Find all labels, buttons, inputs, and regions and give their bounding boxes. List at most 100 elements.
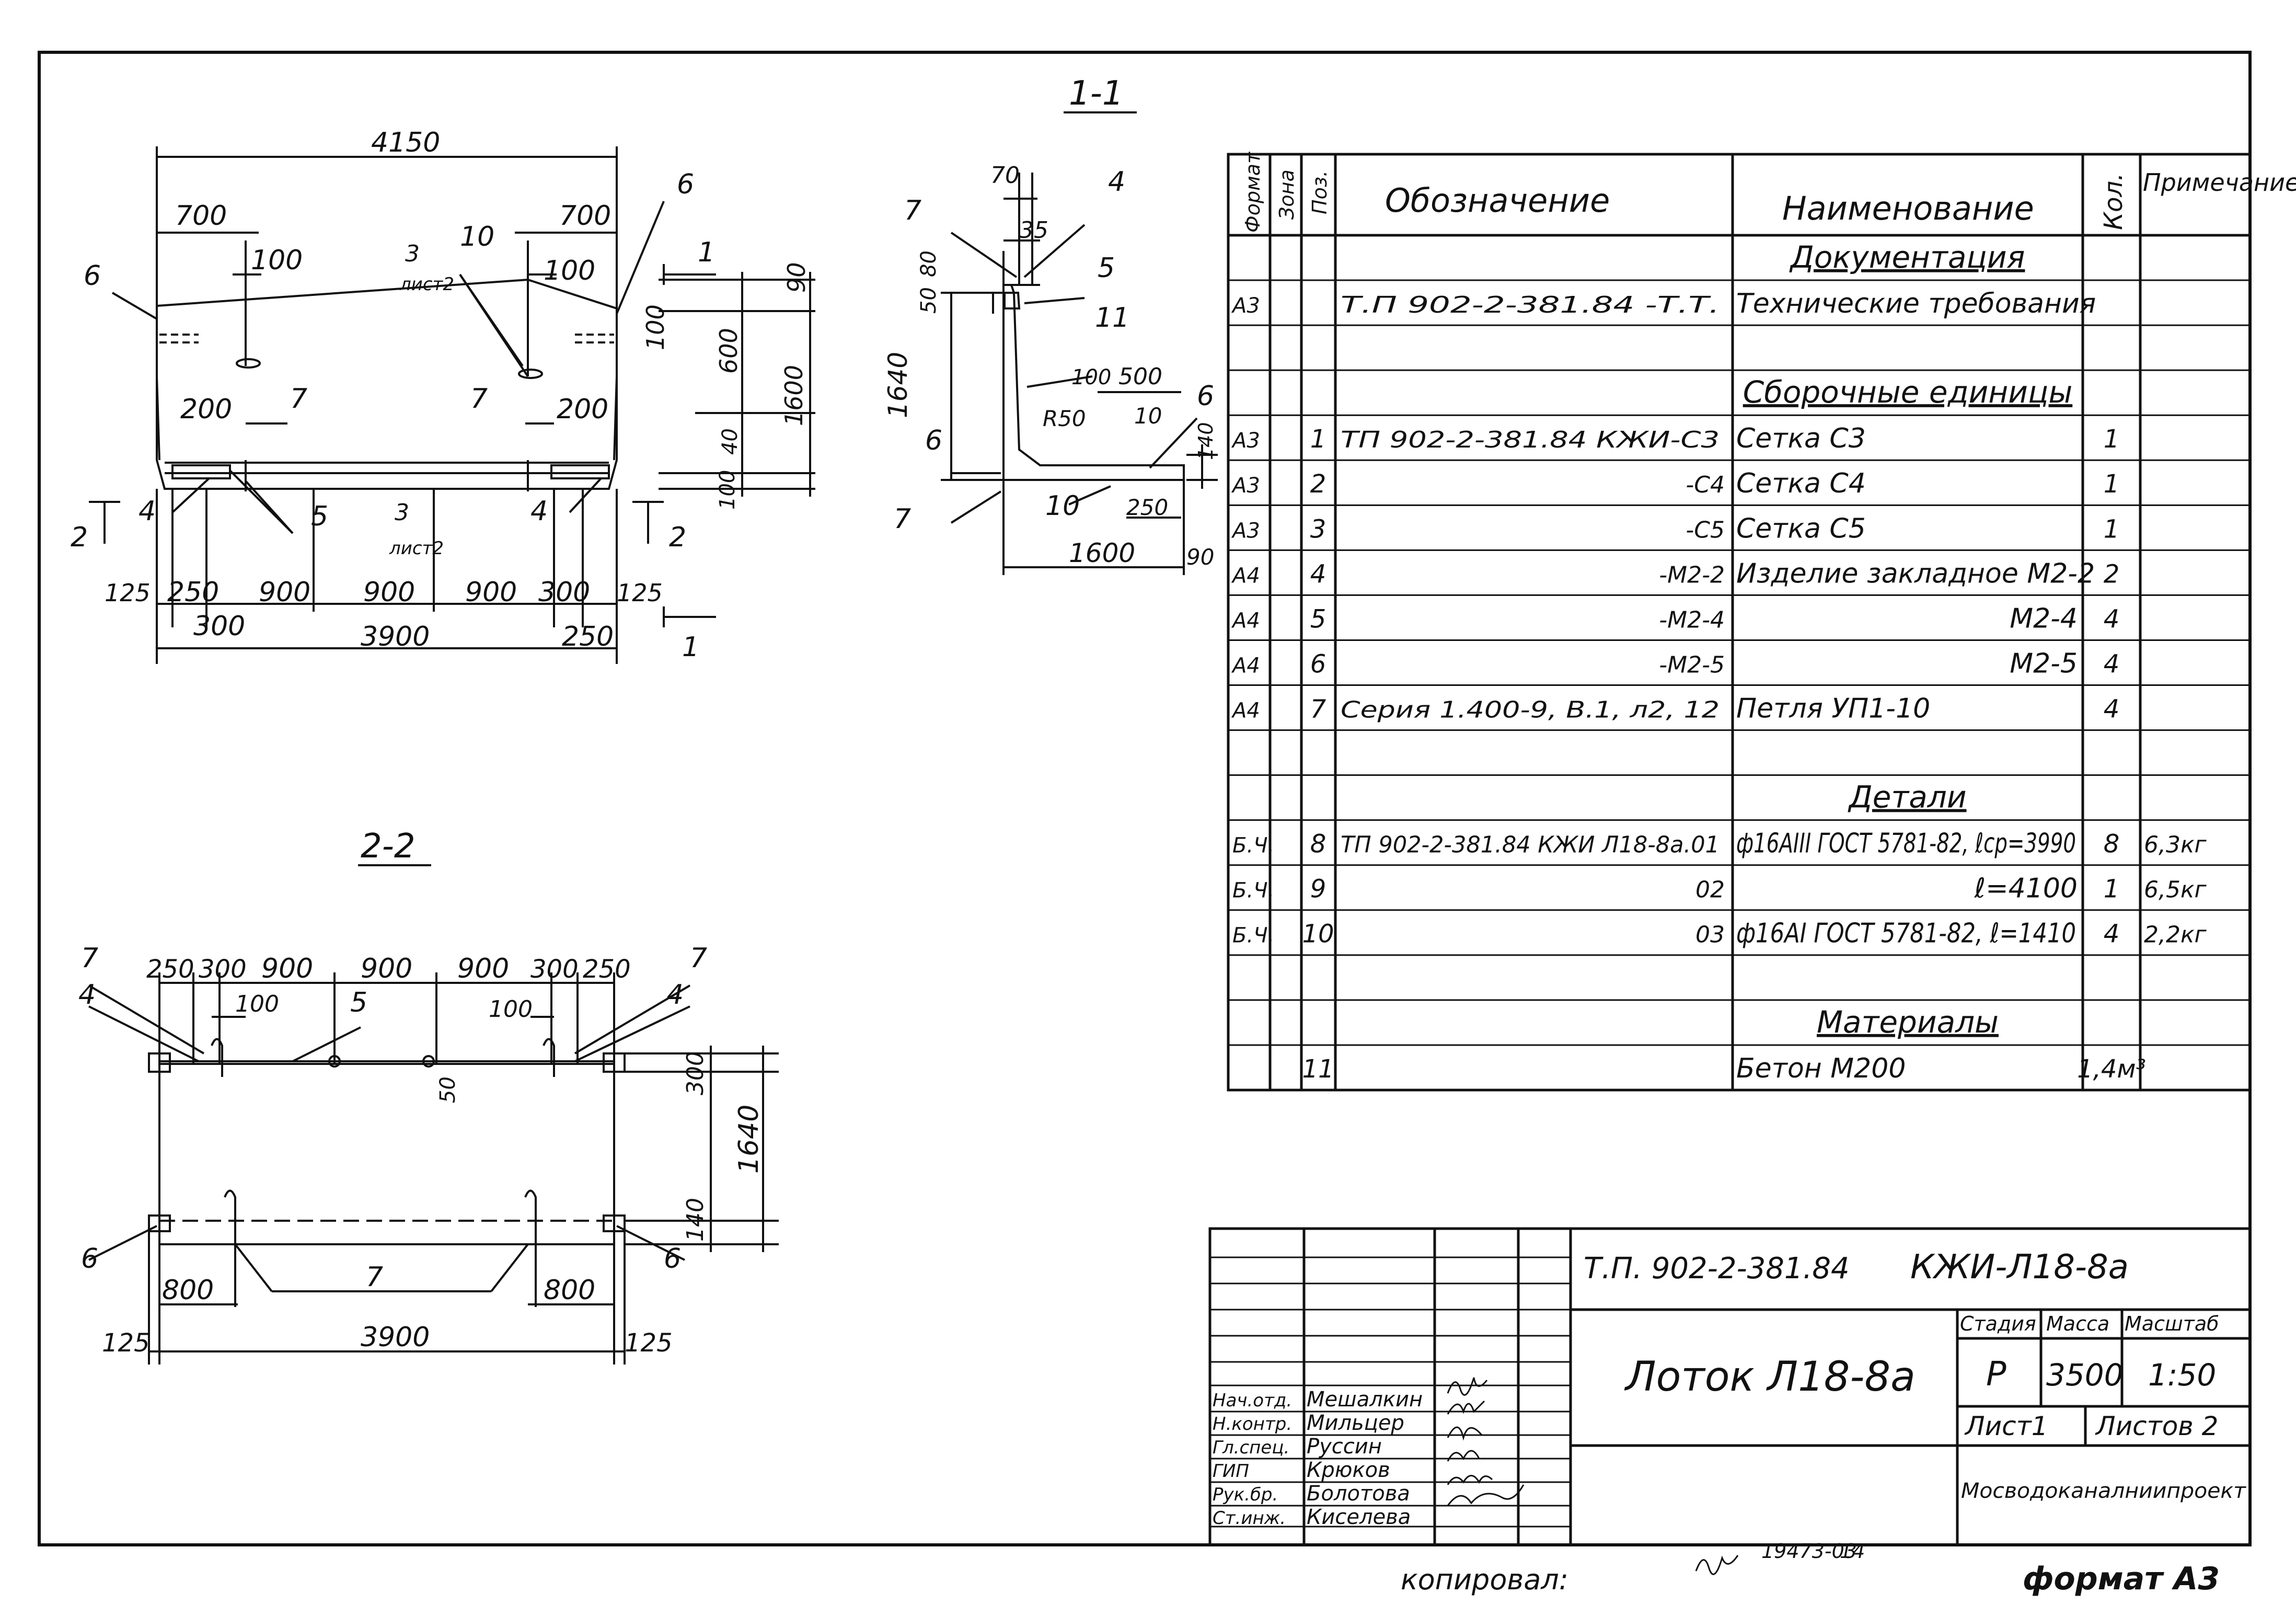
s22-dim-100-right: 100 [489,996,533,1023]
spec-row-3-name: Сборочные единицы [1743,374,2073,410]
s22-dim-250-right: 250 [583,955,631,984]
spec-row-13-name: ф16АIII ГОСТ 5781-82, ℓср=3990 [1736,828,2076,859]
plan-dim-900-a: 900 [259,577,310,608]
spec-row-1-format: А3 [1231,294,1260,318]
spec-header-zone: Зона [1275,169,1298,220]
spec-row-6-name: Сетка С5 [1736,513,1866,544]
s22-leader-4-right: 4 [666,979,684,1011]
spec-row-10-name: Петля УП1-10 [1736,693,1930,724]
s22-leader-4-left: 4 [78,979,96,1011]
s11-dim-500: 500 [1118,363,1162,390]
plan-dim-700-right: 700 [559,200,611,232]
mass-label: Масса [2046,1312,2109,1335]
plan-sheet-ref-num: 3 [405,240,420,267]
spec-row-10-pos: 7 [1310,694,1326,724]
s22-dim-140-v: 140 [682,1198,709,1242]
spec-row-5-designation: -С4 [1686,472,1725,498]
plan-section-2-right: 2 [669,522,686,553]
person-name-4: Болотова [1307,1482,1410,1506]
s22-leader-7-left: 7 [81,943,98,974]
spec-row-13-designation: ТП 902-2-381.84 КЖИ Л18-8а.01 [1341,832,1720,858]
stage-label: Стадия [1960,1312,2036,1335]
title-block: Т.П. 902-2-381.84 КЖИ-Л18-8а Лоток Л18-8… [1584,1248,2247,1503]
plan-dim-90: 90 [782,262,811,293]
doc-mark: КЖИ-Л18-8а [1910,1248,2129,1287]
spec-header-name: Наименование [1782,189,2034,227]
spec-row-1-designation: Т.П 902-2-381.84 -Т.Т. [1341,292,1720,318]
person-name-1: Мильцер [1307,1411,1404,1435]
scale-value: 1:50 [2148,1357,2216,1393]
spec-row-5-pos: 2 [1310,469,1326,499]
plan-leader-6-right: 6 [677,169,694,200]
spec-row-17-name: Материалы [1817,1004,1999,1040]
s11-dim-10: 10 [1134,403,1162,429]
signature-6 [1447,1484,1525,1506]
spec-row-14-qty: 1 [2104,875,2120,904]
spec-row-7-designation: -М2-2 [1659,561,1725,588]
spec-row-18-pos: 11 [1302,1054,1334,1084]
s22-dim-100-left: 100 [235,991,279,1017]
person-role-1: Н.контр. [1213,1414,1292,1435]
title-block-grid [1208,1227,2252,1546]
plan-dim-100-left: 100 [251,245,303,276]
spec-row-4-format: А3 [1231,429,1260,453]
s11-dim-70: 70 [990,162,1020,189]
s11-dim-r50: R50 [1043,406,1086,431]
spec-row-14-format: Б.Ч. [1232,879,1274,903]
plan-dim-250-low: 250 [562,621,614,652]
spec-row-4-name: Сетка С3 [1736,423,1866,454]
spec-row-8-format: А4 [1231,609,1260,633]
s11-leader-11: 11 [1095,302,1129,334]
spec-row-8-qty: 4 [2104,604,2120,634]
spec-row-18-name: Бетон М200 [1736,1053,1906,1084]
spec-row-0-name: Документация [1789,239,2025,275]
spec-row-13-note: 6,3кг [2144,832,2207,858]
spec-table-grid [1227,153,2252,1092]
plan-dim-900-c: 900 [465,577,517,608]
spec-row-7-pos: 4 [1310,559,1326,589]
s22-dim-1640: 1640 [733,1105,765,1174]
signature-2 [1447,1400,1485,1415]
s11-dim-100: 100 [1071,365,1111,389]
spec-row-9-designation: -М2-5 [1659,651,1725,678]
s22-dim-3900: 3900 [361,1322,430,1353]
drawing-title: Лоток Л18-8а [1624,1354,1916,1401]
plan-dim-100-r: 100 [641,304,670,350]
spec-row-9-pos: 6 [1310,649,1326,679]
s22-dim-250-left: 250 [146,955,194,984]
person-role-4: Рук.бр. [1213,1484,1278,1505]
s22-dim-300-left: 300 [199,955,247,984]
plan-leader-7-right: 7 [470,383,488,415]
s11-leader-7-top: 7 [904,195,921,226]
spec-row-13-format: Б.Ч. [1232,834,1274,858]
s22-dim-800-right: 800 [544,1275,595,1306]
spec-row-4-designation: ТП 902-2-381.84 КЖИ-С3 [1341,427,1720,453]
s22-dim-125-right: 125 [625,1328,673,1358]
s22-leader-6-left: 6 [81,1243,98,1275]
spec-row-6-designation: -С5 [1686,517,1725,543]
person-name-5: Киселева [1307,1505,1411,1529]
plan-sheet-ref2-text: лист2 [389,538,444,559]
spec-header-designation: Обозначение [1385,181,1610,220]
plan-dim-250: 250 [167,577,219,608]
s22-dim-300-v: 300 [682,1051,709,1095]
s11-dim-1640: 1640 [883,352,913,418]
person-role-3: ГИП [1213,1461,1249,1482]
spec-row-14-note: 6,5кг [2144,877,2207,903]
s11-dim-1600: 1600 [1069,538,1135,568]
title-people: Нач.отд.МешалкинН.контр.МильцерГл.спец.Р… [1213,1388,1423,1529]
s22-dim-900-a: 900 [261,953,313,984]
s11-leader-10: 10 [1045,490,1080,522]
plan-view [89,146,815,664]
plan-dim-700-left: 700 [175,200,227,232]
plan-labels: 4150 700 700 100 100 6 6 10 3 лист2 7 7 … [71,127,811,663]
section-1-1 [941,111,1218,575]
s22-dim-300-right: 300 [530,955,579,984]
sheet-number: Лист1 [1964,1411,2048,1441]
spec-row-12-name: Детали [1847,779,1966,815]
spec-row-4-qty: 1 [2104,425,2120,454]
plan-dim-200-right: 200 [557,394,608,425]
spec-header-format: Формат [1241,151,1264,233]
spec-row-5-format: А3 [1231,474,1260,498]
s11-leader-4: 4 [1108,166,1125,198]
